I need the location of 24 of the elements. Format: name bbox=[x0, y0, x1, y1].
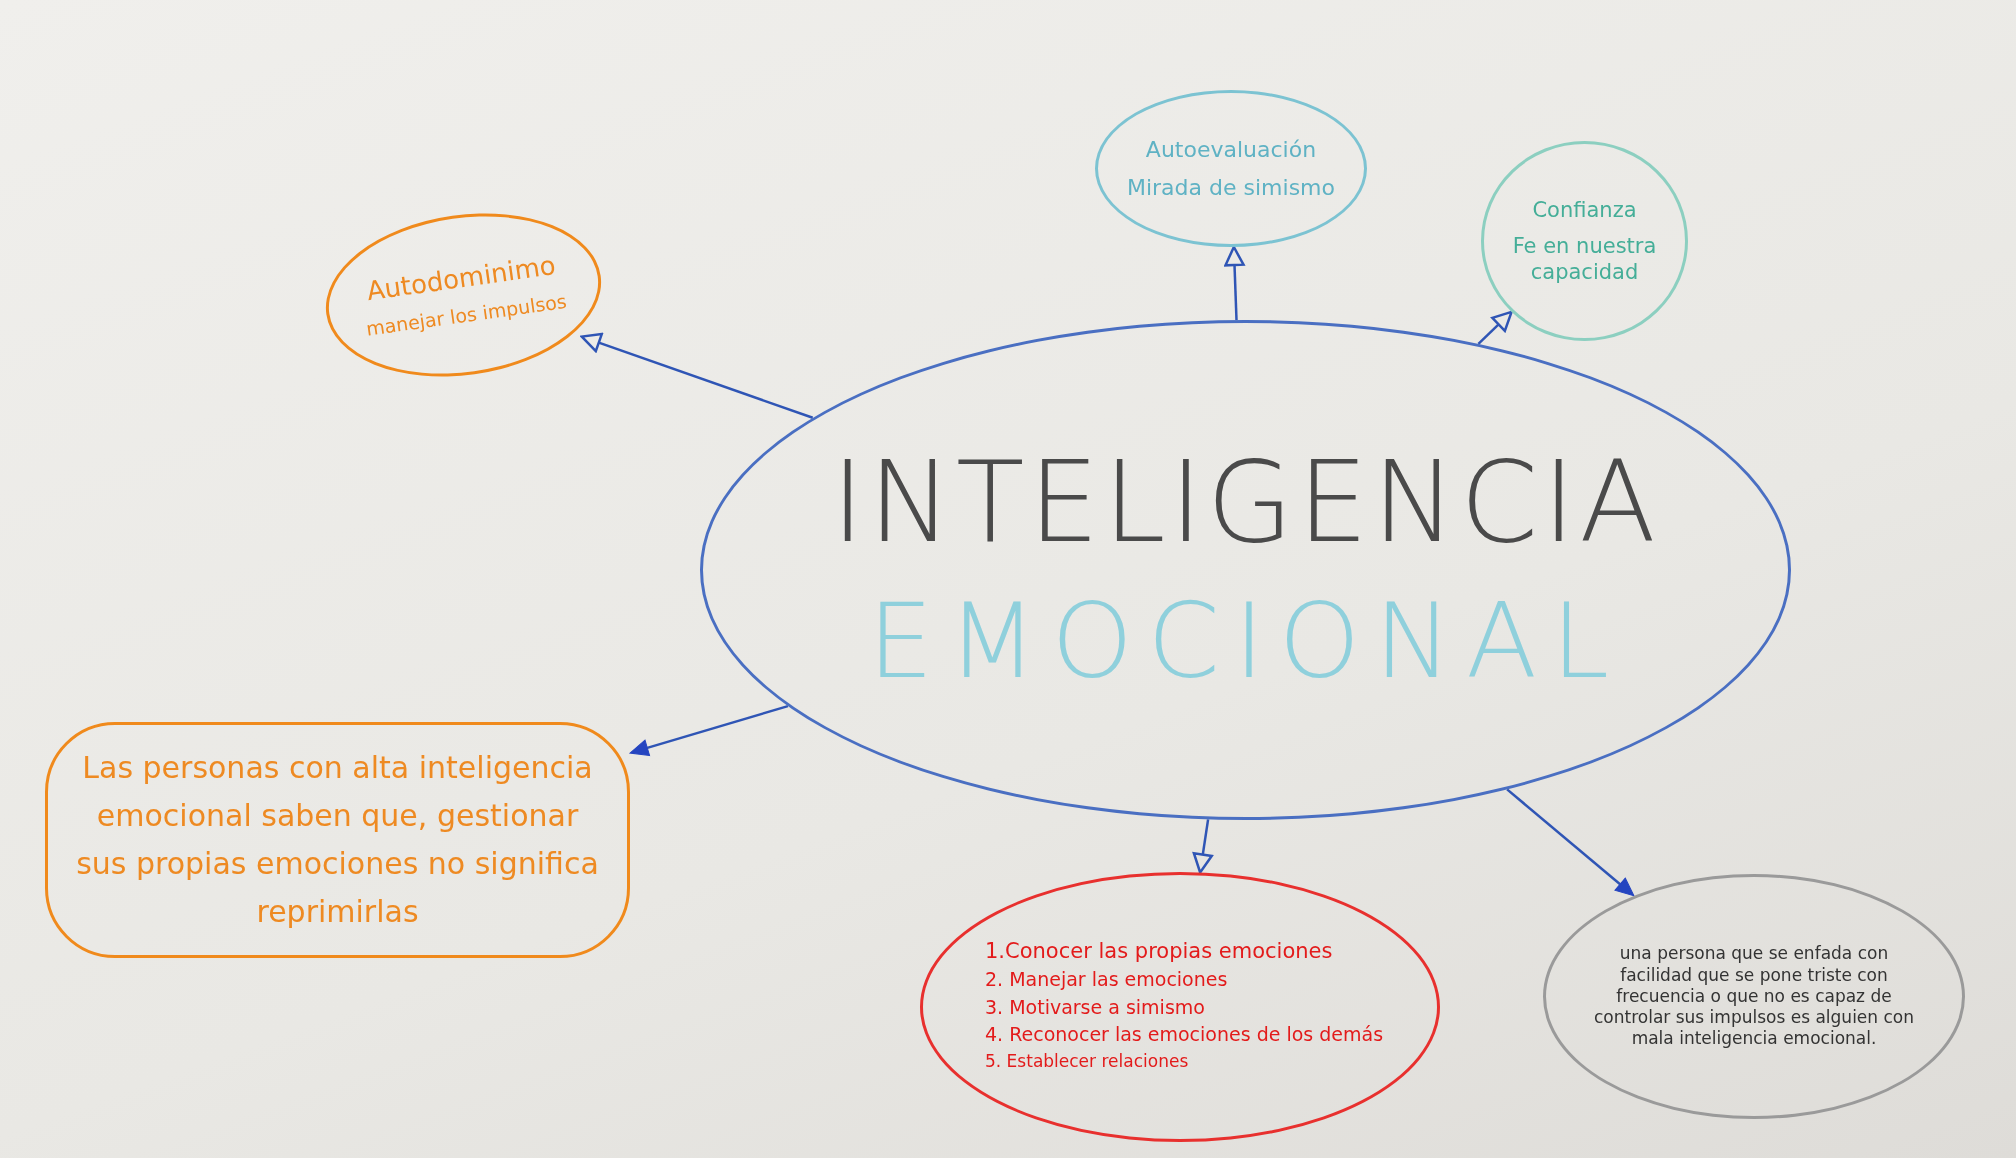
node-heading: Autoevaluación bbox=[1145, 136, 1317, 164]
list-item: 3. Motivarse a simismo bbox=[985, 995, 1205, 1020]
arrow bbox=[1506, 788, 1635, 897]
idea-ellipse bbox=[920, 872, 1440, 1142]
idea-ellipse bbox=[1543, 874, 1965, 1119]
node-text: Las personas con alta inteligencia emocional saben que, gestionar sus propias emociones no significa reprimirlas bbox=[75, 749, 600, 931]
node-heading: Confianza bbox=[1532, 196, 1637, 223]
node-text: Mirada de simismo bbox=[1127, 173, 1335, 201]
arrow bbox=[1224, 245, 1245, 321]
node-text: una persona que se enfada con facilidad que se pone triste con frecuencia o que no es capaz de controlar sus impulsos es alguien con mala inteligencia emocional. bbox=[1593, 943, 1915, 1050]
idea-ellipse bbox=[1095, 90, 1367, 247]
arrow bbox=[629, 704, 789, 757]
list-item: 1.Conocer las propias emociones bbox=[985, 937, 1333, 964]
subtitle-word: EMOCIONAL bbox=[867, 584, 1624, 699]
central-ellipse bbox=[700, 320, 1791, 820]
list-item: 4. Reconocer las emociones de los demás bbox=[985, 1023, 1384, 1048]
node-text: Fe en nuestra capacidad bbox=[1511, 232, 1658, 286]
arrow bbox=[580, 332, 814, 419]
arrow bbox=[1477, 310, 1513, 345]
idea-ellipse bbox=[1481, 141, 1688, 341]
note-box bbox=[45, 722, 630, 958]
list-item: 5. Establecer relaciones bbox=[985, 1051, 1189, 1073]
list-item: 2. Manejar las emociones bbox=[985, 967, 1228, 992]
title-word: INTELIGENCIA bbox=[831, 441, 1660, 565]
